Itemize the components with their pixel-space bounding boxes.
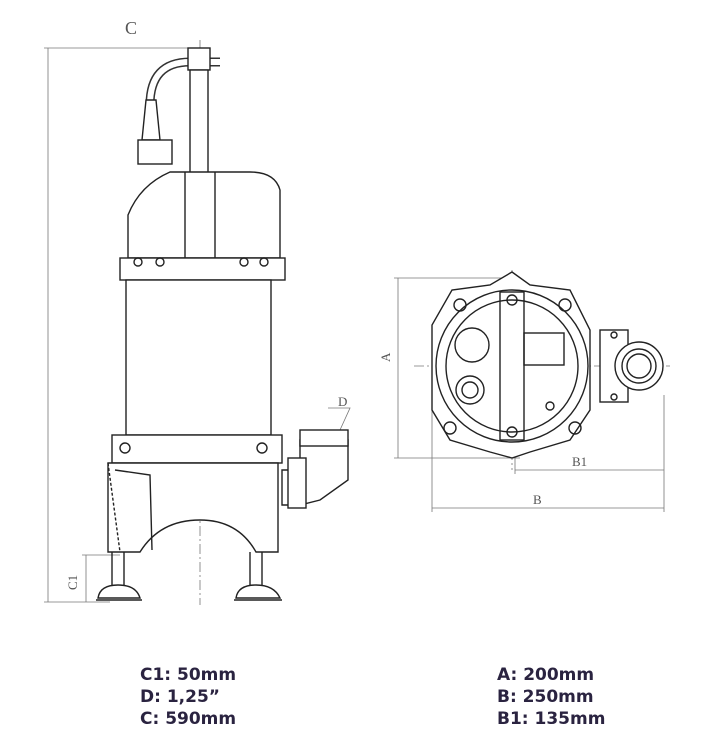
spec-a: A: 200mm [497, 665, 595, 685]
specs-right-column: A: 200mm B: 250mm B1: 135mm [497, 664, 605, 730]
dim-label-a: A [378, 352, 393, 362]
spec-b: B: 250mm [497, 687, 594, 707]
dim-label-c1: C1 [65, 575, 80, 590]
spec-d: D: 1,25” [140, 687, 220, 707]
spec-c1: C1: 50mm [140, 665, 237, 685]
dim-label-c: C [125, 18, 137, 38]
specs-left-column: C1: 50mm D: 1,25” C: 590mm [140, 664, 236, 730]
pump-side-view [96, 47, 349, 601]
dim-label-b: B [533, 492, 542, 507]
pump-top-view [431, 271, 664, 459]
dim-label-d: D [338, 394, 347, 409]
pump-technical-drawing: C C1 D A B1 B [44, 18, 670, 605]
spec-c: C: 590mm [140, 709, 237, 729]
dim-label-b1: B1 [572, 454, 587, 469]
spec-b1: B1: 135mm [497, 709, 606, 729]
